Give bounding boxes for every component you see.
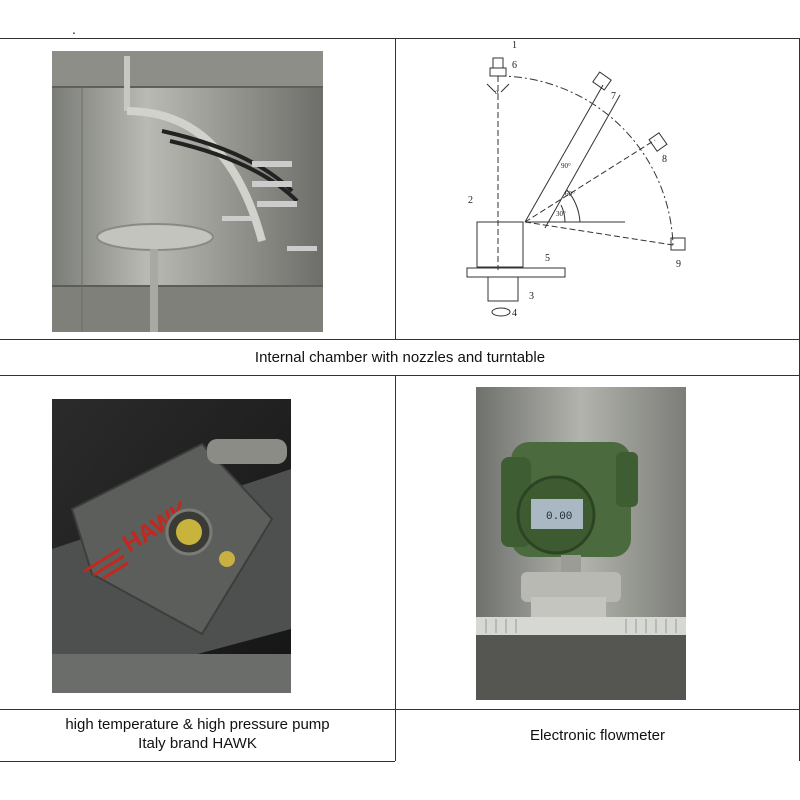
- pump-caption: high temperature & high pressure pump It…: [0, 715, 395, 753]
- nozzle-angle-diagram: 1 2 3 4 5 6 7 8 9 30° 60° 90° α: [455, 40, 705, 328]
- stray-mark: .: [72, 21, 76, 37]
- diagram-angle-90: 90°: [561, 162, 571, 170]
- diagram-label-2: 2: [468, 195, 473, 206]
- diagram-angle-60: 60°: [565, 190, 575, 198]
- chamber-caption: Internal chamber with nozzles and turnta…: [254, 349, 546, 366]
- flowmeter-caption: Electronic flowmeter: [529, 727, 666, 744]
- table-bottom-border: [0, 761, 395, 762]
- diagram-label-1: 1: [512, 40, 517, 51]
- table-column-border: [395, 38, 396, 340]
- flowmeter-photo: 0.00: [476, 387, 686, 700]
- diagram-label-5: 5: [545, 253, 550, 264]
- diagram-angle-30: 30°: [556, 210, 566, 218]
- table-top-border: [0, 38, 800, 39]
- diagram-label-7: 7: [611, 91, 616, 102]
- pump-caption-line-1: high temperature & high pressure pump: [65, 716, 330, 733]
- table-column-border: [395, 375, 396, 761]
- table-row-border: [0, 709, 800, 710]
- table-row-border: [0, 375, 800, 376]
- diagram-label-3: 3: [529, 291, 534, 302]
- diagram-label-4: 4: [512, 308, 517, 319]
- pump-caption-line-2: Italy brand HAWK: [138, 735, 257, 752]
- table-row-border: [0, 339, 800, 340]
- chamber-photo: [52, 51, 323, 332]
- diagram-label-9: 9: [676, 259, 681, 270]
- diagram-angle-alpha: α: [495, 88, 499, 96]
- hawk-pump-photo: HAWK: [52, 399, 291, 693]
- flowmeter-display: 0.00: [546, 511, 572, 523]
- diagram-label-6: 6: [512, 60, 517, 71]
- diagram-label-8: 8: [662, 154, 667, 165]
